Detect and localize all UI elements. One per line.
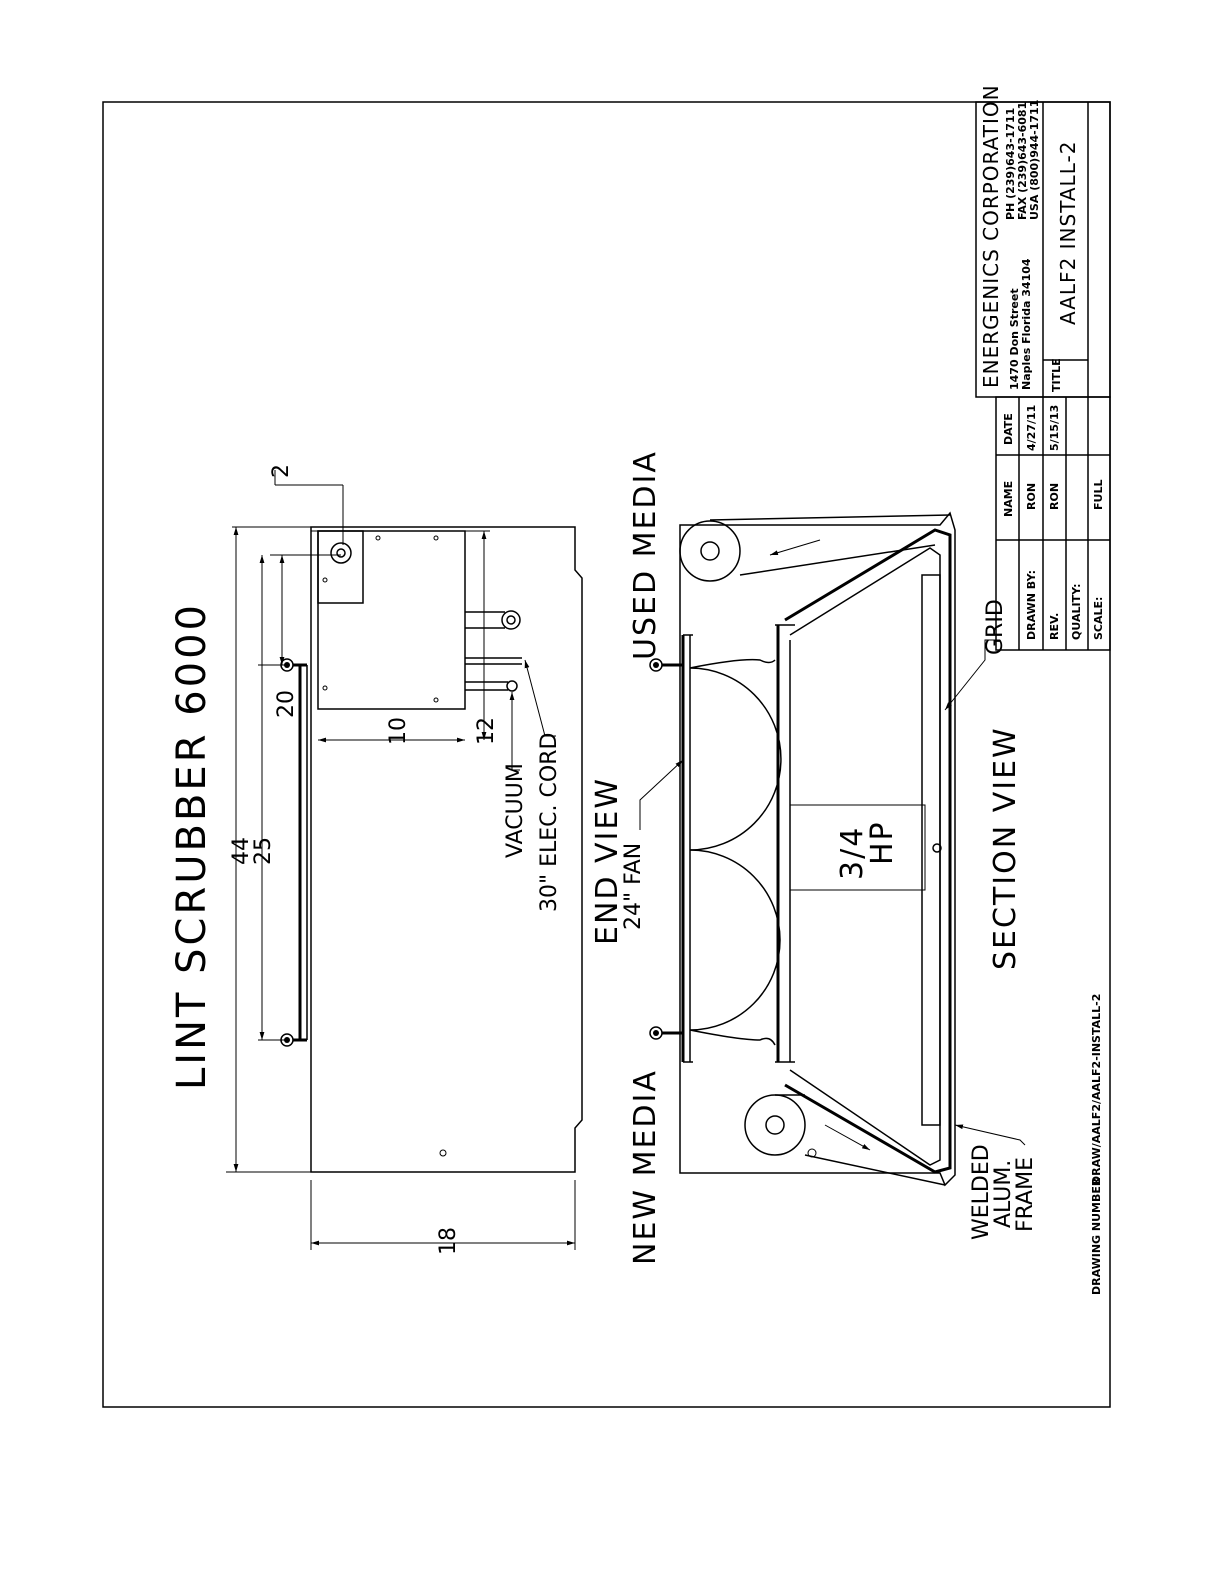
section-view-callouts: [639, 639, 1026, 1146]
drawn-by-name: RON: [1025, 483, 1038, 510]
callout-frame-2: ALUM.: [991, 1160, 1016, 1228]
dim-box-height: 12: [474, 717, 499, 745]
quality-label: QUALITY:: [1070, 584, 1083, 640]
used-media-label: USED MEDIA: [628, 450, 663, 660]
dim-mount-outer: 25: [251, 837, 276, 865]
rev-name: RON: [1048, 483, 1061, 510]
motor-label-2: HP: [865, 820, 900, 865]
drawing-title: LINT SCRUBBER 6000: [169, 602, 215, 1090]
dim-offset: 2: [269, 464, 294, 478]
callout-elec-cord: 30" ELEC. CORD: [537, 733, 562, 912]
section-view-label: SECTION VIEW: [988, 726, 1023, 970]
dim-box-width: 10: [386, 717, 411, 745]
scale-label: SCALE:: [1092, 597, 1105, 640]
drawn-by-date: 4/27/11: [1025, 405, 1038, 451]
dim-overall-length: 44: [229, 837, 254, 865]
callout-frame-3: FRAME: [1013, 1157, 1038, 1232]
title-value: AALF2 INSTALL-2: [1056, 141, 1080, 325]
date-header: DATE: [1002, 413, 1015, 445]
address-line-1: 1470 Don Street: [1008, 288, 1021, 390]
usa-number: USA (800)944-1711: [1028, 100, 1041, 220]
company-name: ENERGENICS CORPORATION: [979, 84, 1003, 388]
rev-label: REV.: [1048, 613, 1061, 640]
callout-frame-1: WELDED: [969, 1144, 994, 1240]
end-view-label: END VIEW: [590, 777, 625, 945]
drawing-number-label: DRAWING NUMBER: [1090, 1177, 1103, 1295]
rev-date: 5/15/13: [1048, 405, 1061, 451]
phone-number: PH (239)643-1711: [1004, 108, 1017, 220]
top-view-callouts: [509, 659, 556, 771]
drawn-by-label: DRAWN BY:: [1025, 570, 1038, 640]
title-label: TITLE: [1050, 358, 1063, 392]
motor-label-1: 3/4: [835, 826, 870, 880]
drawing-border: [102, 101, 1111, 1408]
dim-mount-inner: 20: [274, 690, 299, 718]
top-view-dimensions: [226, 470, 576, 1250]
new-media-label: NEW MEDIA: [628, 1069, 663, 1265]
section-view: [649, 511, 956, 1187]
callout-vacuum: VACUUM: [503, 763, 528, 858]
title-block: ENERGENICS CORPORATION 1470 Don Street N…: [975, 84, 1111, 651]
drawing-number-value: DRAW/AALF2/AALF2-INSTALL-2: [1090, 994, 1103, 1185]
fax-number: FAX (239)643-6081: [1016, 102, 1029, 220]
name-header: NAME: [1002, 481, 1015, 517]
rotated-labels: LINT SCRUBBER 6000 44 25 20 10 12 2 18 V…: [169, 450, 1103, 1295]
address-line-2: Naples Florida 34104: [1020, 258, 1033, 390]
callout-fan: 24" FAN: [621, 843, 646, 930]
scale-value: FULL: [1092, 480, 1105, 510]
dim-width: 18: [436, 1227, 461, 1255]
